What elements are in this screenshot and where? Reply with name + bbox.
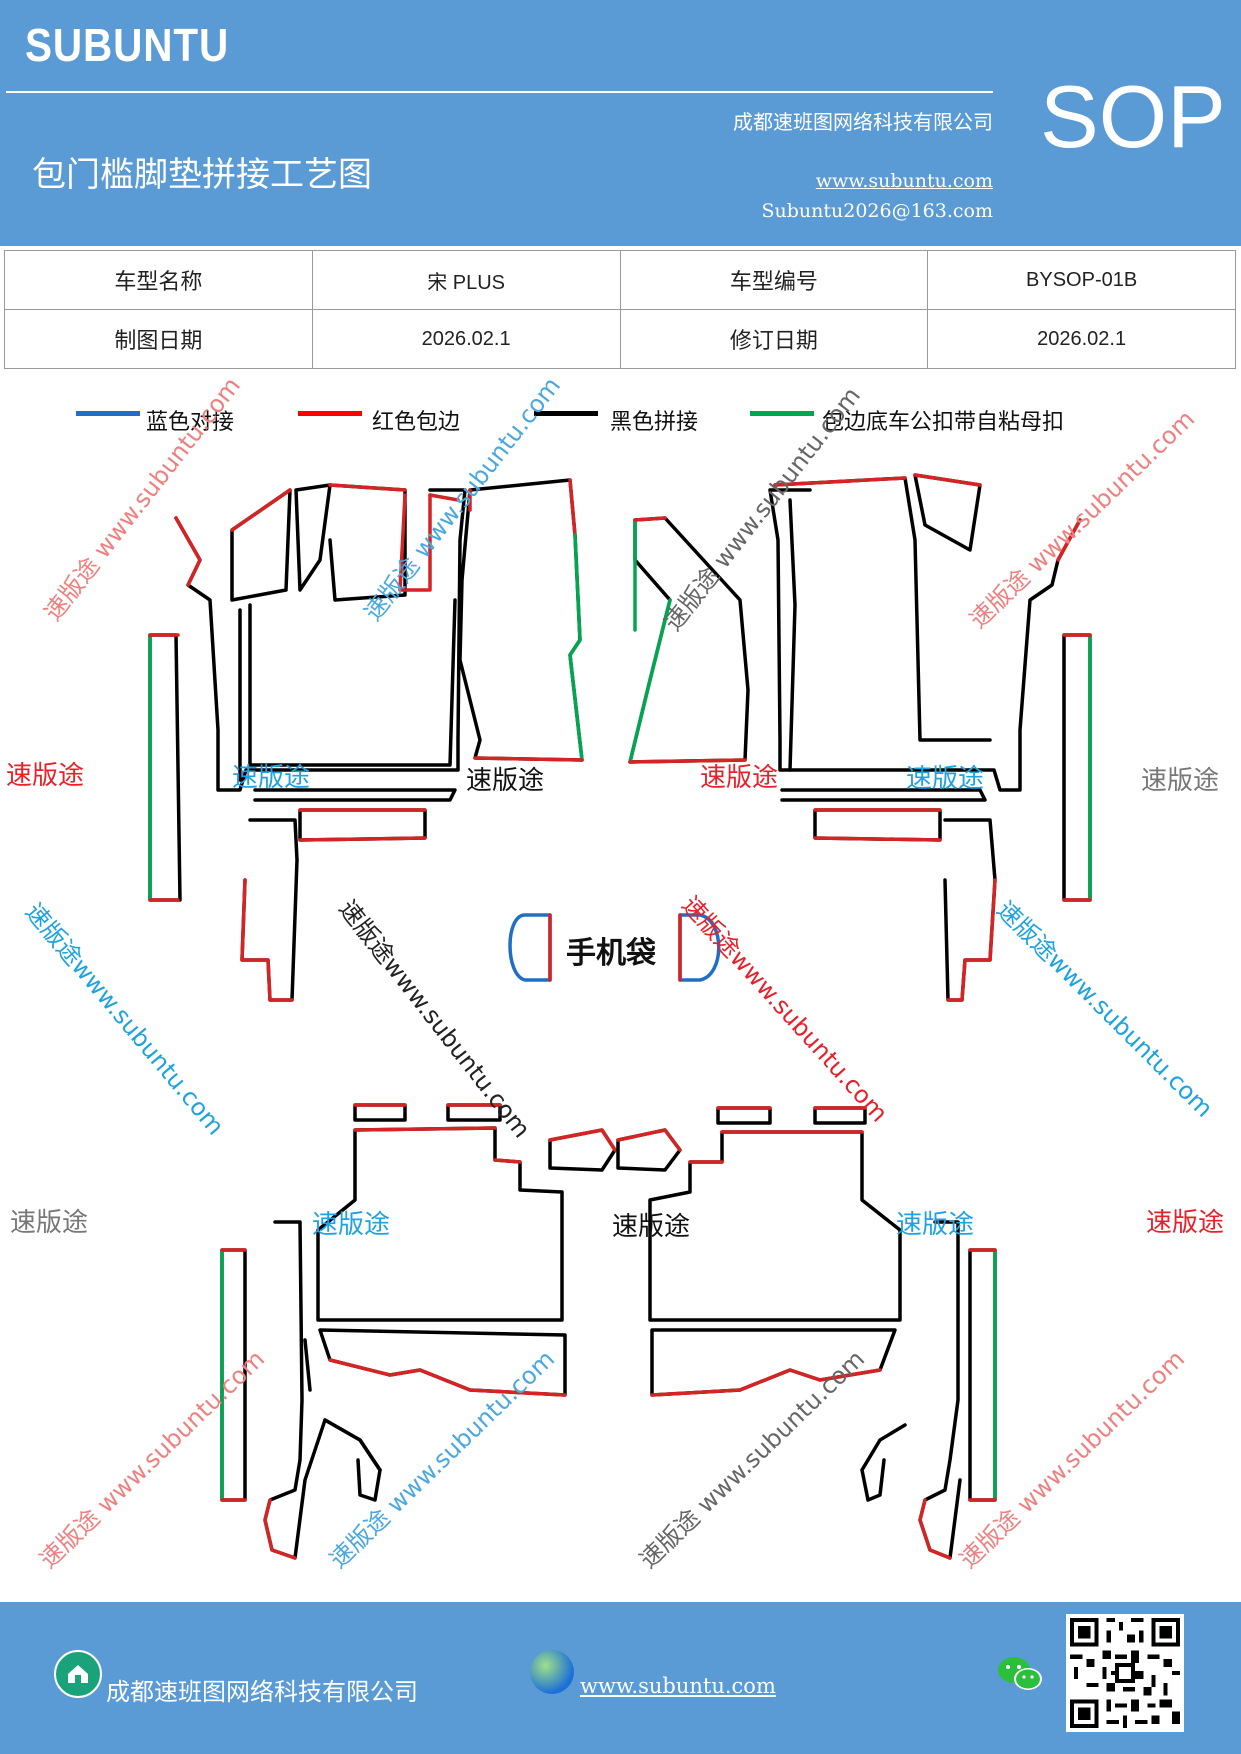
mat-front-left (148, 478, 584, 1002)
watermark-brand: 速版途 (906, 764, 985, 794)
sop-badge: SOP (1040, 67, 1226, 166)
vehicle-info-table: 车型名称 宋 PLUS 车型编号 BYSOP-01B 制图日期 2026.02.… (4, 250, 1236, 369)
watermark-brand: 速版途 (232, 763, 311, 793)
table-row: 车型名称 宋 PLUS 车型编号 BYSOP-01B (4, 250, 1236, 310)
watermark-brand: 速版途 (1146, 1208, 1225, 1238)
phone-pocket (508, 913, 721, 982)
brand-logo: SUBUNTU (25, 19, 230, 71)
website-link[interactable]: www.subuntu.com (815, 170, 993, 192)
watermark-brand: 速版途 (700, 763, 779, 793)
legend-swatch-green (750, 411, 814, 416)
watermark-brand: 速版途 (10, 1208, 89, 1238)
legend-label-green: 包边底车公扣带自粘母扣 (822, 410, 1065, 435)
label-drawing-date: 制图日期 (4, 309, 313, 369)
page-title: 包门槛脚垫拼接工艺图 (32, 155, 372, 195)
label-model-code: 车型编号 (619, 250, 929, 310)
legend-swatch-black (534, 411, 598, 416)
watermark-brand: 速版途 (896, 1210, 975, 1240)
footer-company: 成都速班图网络科技有限公司 (106, 1678, 418, 1706)
mat-front-right (628, 473, 1092, 1002)
mat-rear-right (616, 1106, 997, 1560)
value-revision-date: 2026.02.1 (927, 309, 1236, 369)
legend-label-blue: 蓝色对接 (146, 410, 235, 435)
company-name: 成都速班图网络科技有限公司 (733, 110, 993, 134)
watermark-brand: 速版途 (466, 766, 545, 796)
phone-pocket-label: 手机袋 (566, 936, 656, 971)
footer-band: 成都速班图网络科技有限公司 www.subuntu.com (0, 1602, 1241, 1754)
watermark-brand: 速版途 (312, 1210, 391, 1240)
mat-rear-left (220, 1103, 617, 1560)
label-model-name: 车型名称 (4, 250, 313, 310)
floor-mat-diagram (148, 473, 1092, 1560)
legend-swatch-red (298, 411, 362, 416)
value-model-code: BYSOP-01B (927, 250, 1236, 310)
globe-icon (530, 1650, 574, 1694)
value-drawing-date: 2026.02.1 (311, 309, 621, 369)
legend-label-red: 红色包边 (372, 410, 461, 435)
value-model-name: 宋 PLUS (311, 250, 621, 310)
watermark-brand: 速版途 (1141, 766, 1220, 796)
footer-website-link[interactable]: www.subuntu.com (580, 1674, 776, 1698)
wechat-icon (996, 1654, 1044, 1694)
watermark-brand: 速版途 (6, 761, 85, 791)
label-revision-date: 修订日期 (619, 309, 929, 369)
legend-label-black: 黑色拼接 (610, 410, 699, 435)
watermark-brand: 速版途 (612, 1212, 691, 1242)
qr-code (1066, 1614, 1184, 1732)
email-text: Subuntu2026@163.com (761, 200, 993, 222)
legend-swatch-blue (76, 411, 140, 416)
home-icon (54, 1650, 102, 1698)
header-divider (6, 91, 993, 93)
header-band: SUBUNTU 成都速班图网络科技有限公司 包门槛脚垫拼接工艺图 www.sub… (0, 0, 1241, 246)
table-row: 制图日期 2026.02.1 修订日期 2026.02.1 (4, 309, 1236, 369)
